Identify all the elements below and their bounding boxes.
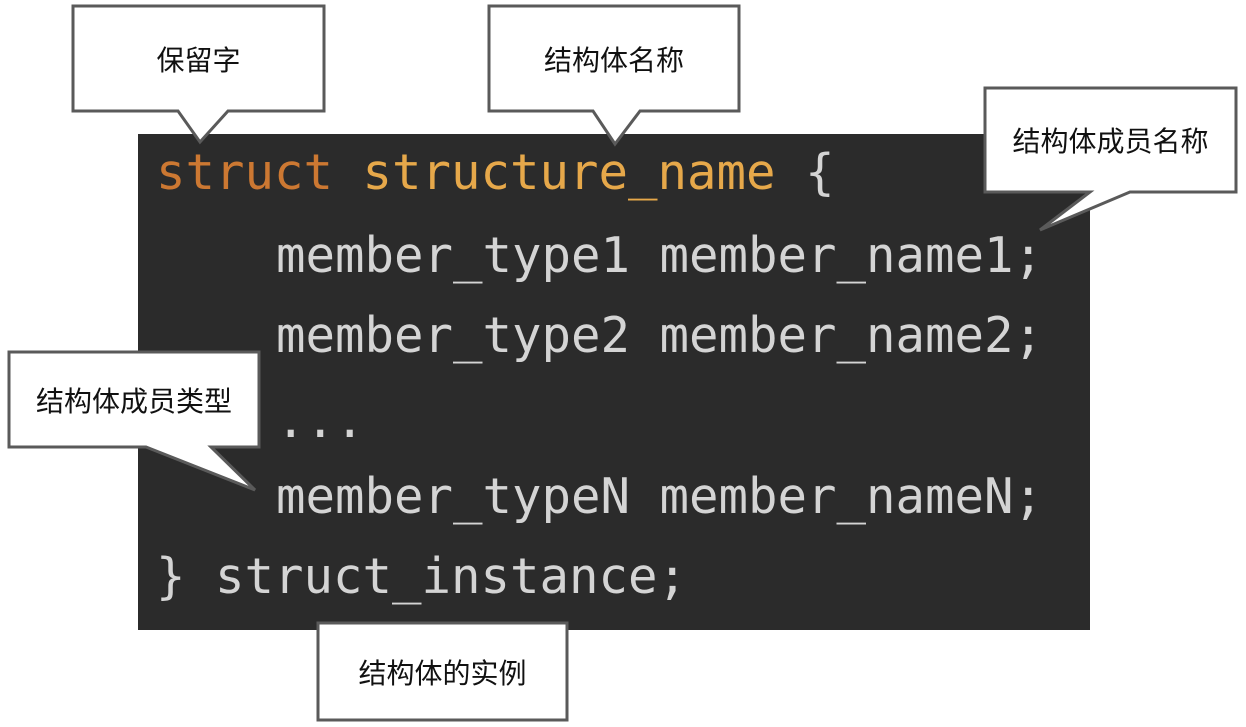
callout-member-type: 结构体成员类型 [35,384,232,418]
callout-reserved-word: 保留字 [156,43,241,77]
callout-instance: 结构体的实例 [358,656,527,690]
callout-instance-shape [316,621,569,722]
open-brace: { [805,144,835,201]
code-line-4: ... [276,392,365,449]
callout-member-name-shape [983,86,1238,232]
callout-structure-name-shape [487,4,741,147]
code-line-5: member_typeN member_nameN; [276,468,1044,525]
code-line-1: struct structure_name { [156,145,835,201]
code-block: struct structure_name { member_type1 mem… [138,134,1090,630]
callout-reserved-word-shape [71,4,326,145]
callout-member-name: 结构体成员名称 [1012,125,1209,158]
code-line-6: } struct_instance; [156,548,688,605]
callout-structure-name: 结构体名称 [543,43,684,77]
code-line-3: member_type2 member_name2; [276,307,1044,364]
callout-member-type-shape [7,350,261,492]
code-line-2: member_type1 member_name1; [276,227,1044,284]
reserved-keyword: struct [156,144,334,201]
structure-name-token: structure_name [362,144,776,201]
